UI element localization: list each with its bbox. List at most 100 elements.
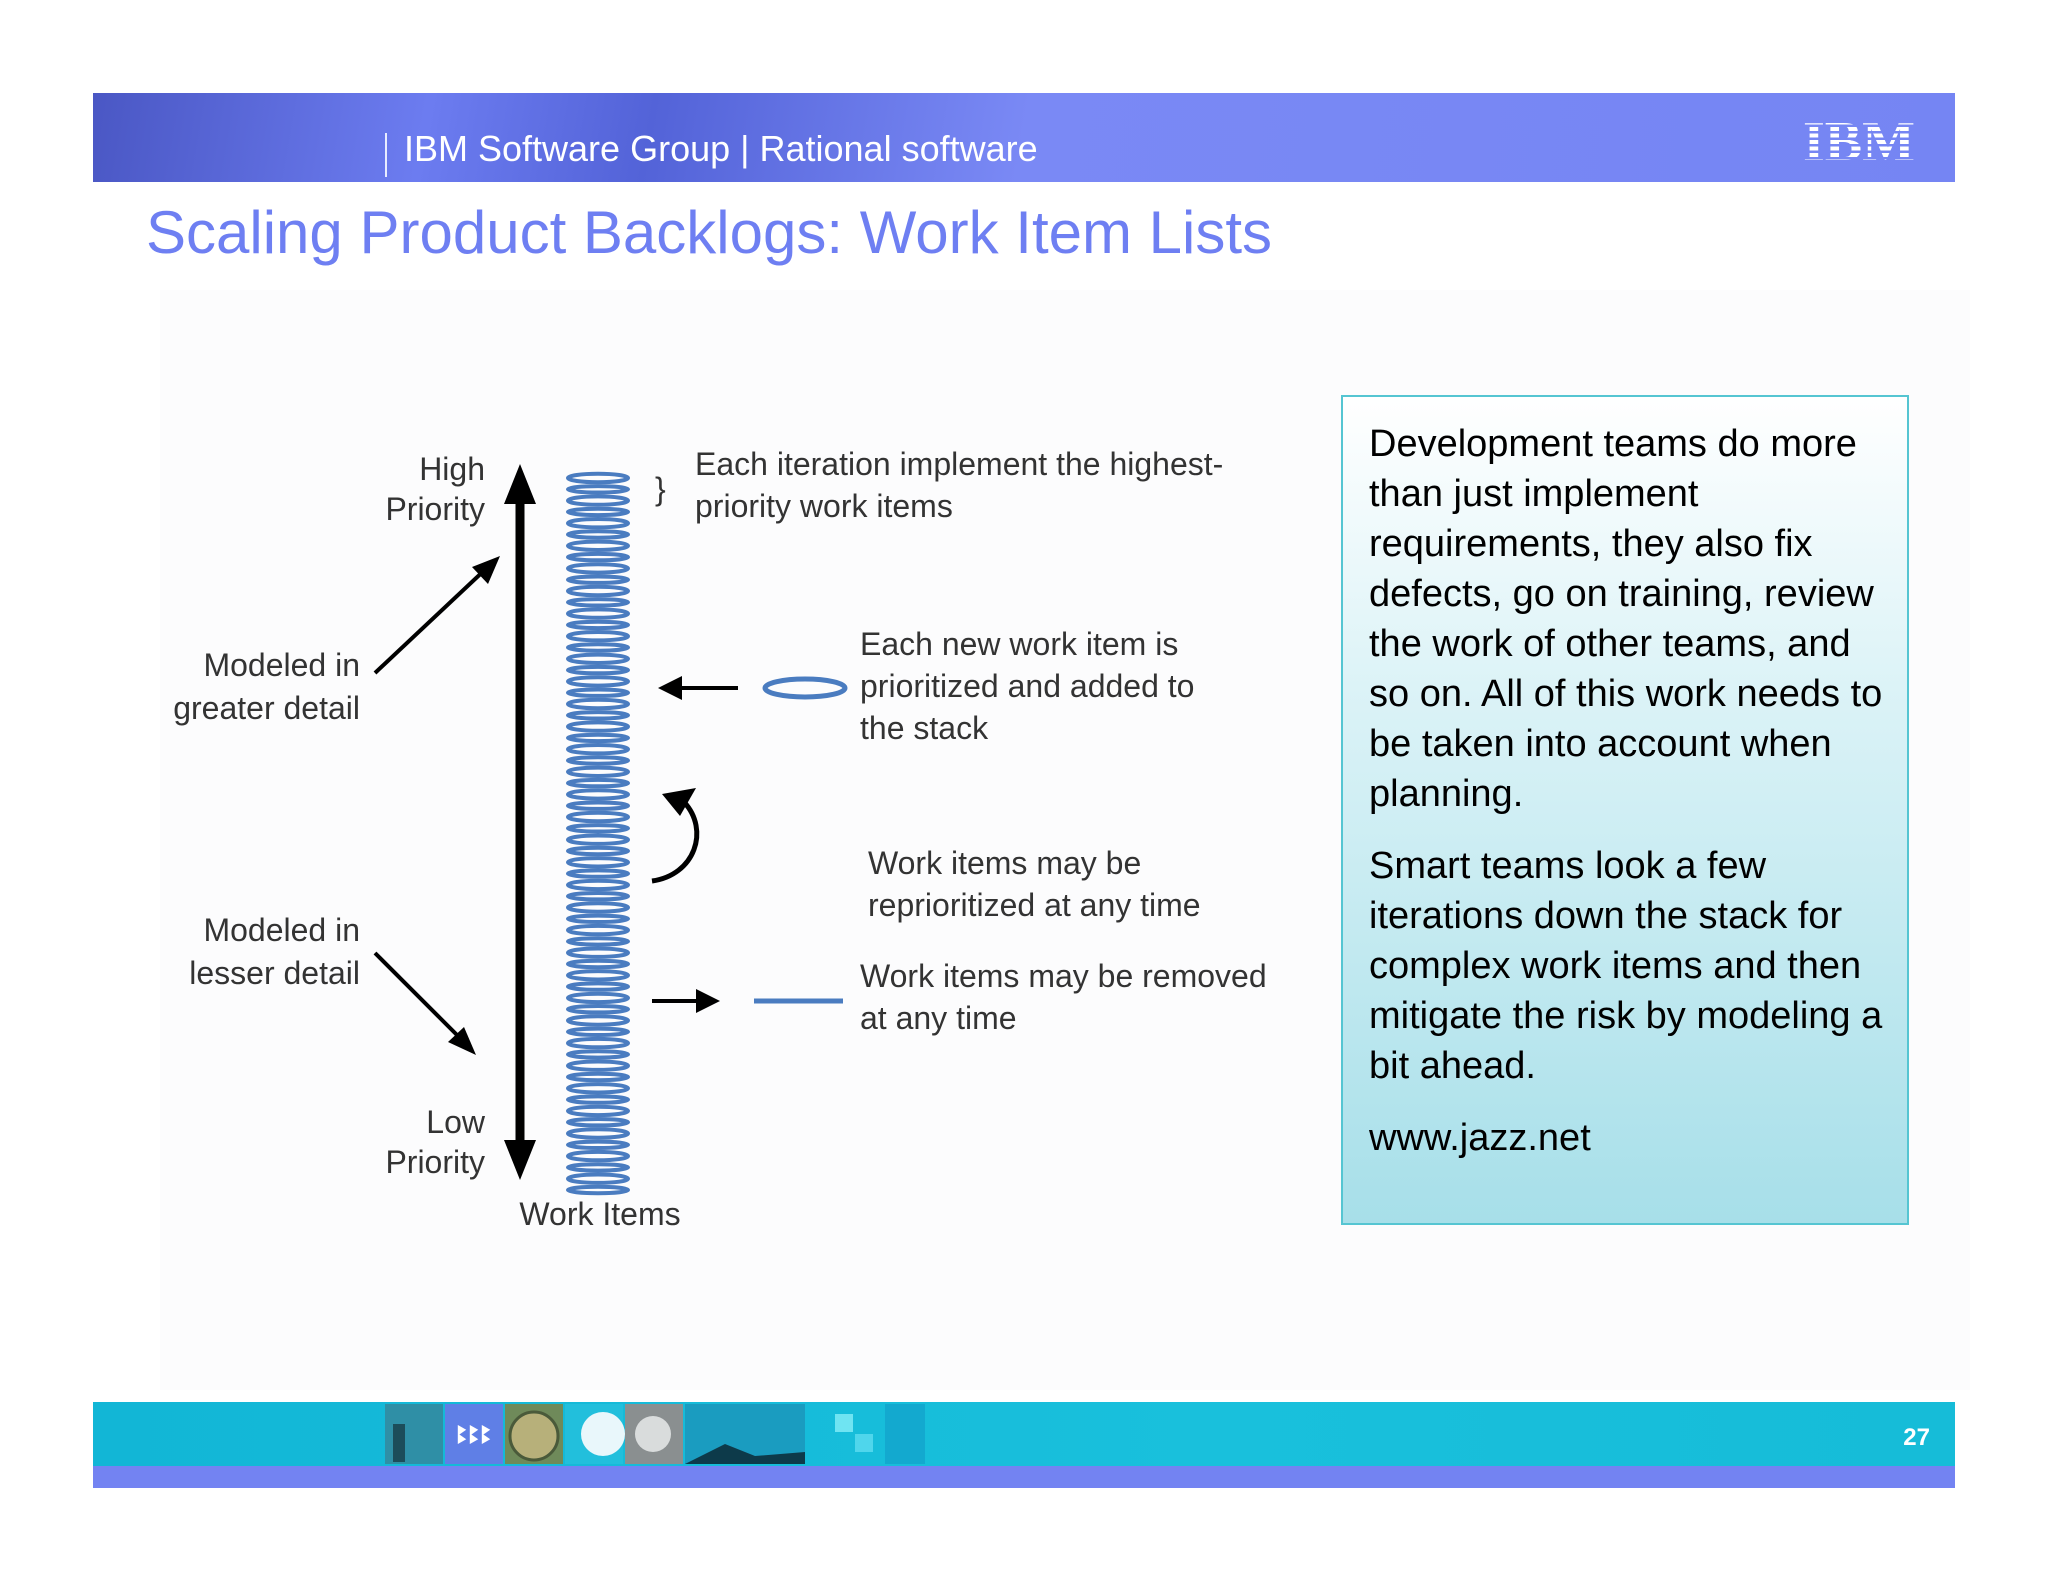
- work-item: [566, 969, 630, 982]
- work-item: [566, 675, 630, 688]
- footer-people-glyph: ꔪꔪꔪ: [456, 1421, 492, 1451]
- work-item: [566, 743, 630, 756]
- greater-detail-arrow-icon: [472, 556, 500, 584]
- work-item: [566, 1059, 630, 1072]
- work-item: [566, 529, 630, 540]
- work-item: [566, 652, 630, 666]
- work-item: [566, 642, 630, 653]
- work-item: [566, 551, 630, 563]
- iteration-brace-icon: }: [655, 471, 666, 507]
- callout-link[interactable]: www.jazz.net: [1369, 1117, 1591, 1159]
- work-item: [566, 1162, 630, 1173]
- work-item: [566, 765, 630, 778]
- work-item: [566, 539, 630, 553]
- iteration-note-2: priority work items: [695, 488, 953, 524]
- priority-arrow-up-icon: [504, 464, 536, 504]
- work-item: [566, 788, 630, 801]
- greater-detail-label-2: greater detail: [173, 690, 360, 726]
- work-items-label: Work Items: [519, 1196, 680, 1232]
- work-item: [566, 913, 630, 924]
- work-item: [566, 958, 630, 970]
- footer-clock-face: [508, 1410, 560, 1462]
- removed-arrow-icon: [696, 989, 720, 1013]
- header-group-text: IBM Software Group | Rational software: [404, 128, 1038, 169]
- removed-text-1: Work items may be removed: [860, 958, 1267, 994]
- work-item: [566, 1014, 630, 1027]
- footer-band: [93, 1402, 1955, 1466]
- work-item: [566, 777, 630, 789]
- work-item: [566, 991, 630, 1005]
- work-item: [566, 732, 630, 744]
- work-item: [566, 823, 630, 834]
- work-item: [566, 710, 630, 721]
- work-item: [566, 755, 630, 766]
- low-priority-label-1: Low: [426, 1104, 486, 1140]
- work-item-stack: [566, 471, 630, 1196]
- work-item: [566, 1082, 630, 1095]
- page-number: 27: [1903, 1424, 1930, 1451]
- work-item: [566, 901, 630, 914]
- footer-square-1: [835, 1414, 853, 1432]
- work-item: [566, 923, 630, 937]
- work-item: [566, 1184, 630, 1196]
- slide-title: Scaling Product Backlogs: Work Item List…: [146, 199, 1272, 266]
- work-item: [566, 878, 630, 892]
- work-item: [566, 936, 630, 947]
- footer-square-2: [855, 1434, 873, 1452]
- work-item: [566, 981, 630, 992]
- work-item: [566, 1149, 630, 1163]
- work-item: [566, 687, 630, 698]
- footer-people-icon: [445, 1404, 503, 1464]
- lesser-detail-label-2: lesser detail: [189, 955, 360, 991]
- work-item: [566, 1104, 630, 1118]
- footer-square-3: [885, 1404, 925, 1464]
- work-item: [566, 1127, 630, 1140]
- work-item: [566, 946, 630, 959]
- new-item-text-1: Each new work item is: [860, 626, 1178, 662]
- ibm-logo-text: IBM: [1803, 114, 1915, 166]
- new-item-arrow-icon: [658, 676, 682, 700]
- work-item: [566, 484, 630, 495]
- lesser-detail-arrow-line: [373, 951, 470, 1048]
- high-priority-label-1: High: [419, 451, 485, 487]
- work-item: [566, 1117, 630, 1128]
- footer-climbers-hill: [685, 1444, 805, 1464]
- callout-paragraph-1: Development teams do more than just impl…: [1369, 423, 1883, 815]
- work-item: [566, 506, 630, 518]
- reprioritize-text-2: reprioritized at any time: [868, 887, 1201, 923]
- work-item: [566, 494, 630, 507]
- low-priority-label-2: Priority: [385, 1144, 485, 1180]
- work-item: [566, 619, 630, 631]
- work-item: [566, 1071, 630, 1083]
- high-priority-label-2: Priority: [385, 491, 485, 527]
- work-item: [566, 584, 630, 598]
- footer-image-strip: ꔪꔪꔪ: [385, 1404, 925, 1464]
- work-item: [566, 562, 630, 575]
- new-item-text-3: the stack: [860, 710, 989, 746]
- work-item: [566, 1036, 630, 1050]
- work-item: [566, 1026, 630, 1037]
- lesser-detail-label-1: Modeled in: [203, 912, 360, 948]
- work-item: [566, 800, 630, 811]
- work-item: [566, 517, 630, 530]
- greater-detail-arrow-line: [373, 563, 492, 675]
- work-item: [566, 597, 630, 608]
- header-bar: [93, 93, 1955, 182]
- work-item: [566, 891, 630, 902]
- work-item: [566, 845, 630, 857]
- backlog-diagram: High Priority Low Priority Modeled in gr…: [173, 446, 1267, 1232]
- new-work-item-icon: [762, 676, 848, 700]
- reprioritize-arrow-curve: [651, 800, 700, 884]
- work-item: [566, 856, 630, 869]
- iteration-note-1: Each iteration implement the highest-: [695, 446, 1223, 482]
- footer-line: [93, 1466, 1955, 1488]
- footer-circle-icon: [581, 1412, 625, 1456]
- work-item: [566, 471, 630, 485]
- work-item: [566, 630, 630, 643]
- work-item: [566, 697, 630, 711]
- work-item: [566, 574, 630, 585]
- work-item: [566, 833, 630, 846]
- priority-arrow-down-icon: [504, 1140, 536, 1180]
- work-item: [566, 868, 630, 879]
- work-item: [566, 1094, 630, 1105]
